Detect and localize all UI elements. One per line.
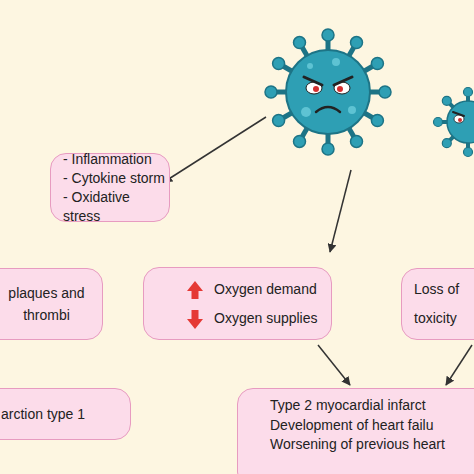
box-text: Oxygen demand — [214, 280, 327, 298]
virus-body — [286, 50, 370, 134]
virus-spot — [301, 107, 311, 117]
flow-arrow — [446, 345, 472, 385]
virus-knobs — [265, 29, 391, 155]
process-box: Loss of toxicity — [401, 268, 474, 340]
virus-knob — [273, 115, 285, 127]
virus-iris — [458, 118, 462, 122]
box-text: Worsening of previous heart — [270, 435, 474, 455]
box-text: Type 2 myocardial infarct — [270, 396, 474, 416]
virus-knob — [294, 37, 306, 49]
box-text: - Cytokine storm — [63, 169, 165, 188]
box-text: Development of heart failu — [270, 416, 474, 436]
box-text: arction type 1 — [1, 405, 126, 423]
decrease-arrow — [187, 310, 203, 329]
virus-knob — [351, 37, 363, 49]
virus-brow — [304, 77, 322, 85]
box-text: plaques and thrombi — [0, 282, 94, 326]
virus-brow — [334, 77, 352, 85]
virus-knob — [464, 148, 473, 157]
process-box: Type 2 myocardial infarctDevelopment of … — [237, 388, 474, 474]
box-text: - Inflammation — [63, 150, 165, 169]
virus-mouth — [316, 107, 340, 112]
virus-knob — [379, 86, 391, 98]
virus-spikes — [274, 38, 382, 146]
virus-spot — [307, 63, 313, 69]
virus-spot — [348, 106, 356, 114]
virus-knob — [273, 58, 285, 70]
virus-knob — [442, 96, 451, 105]
box-text: - Oxidative stress — [63, 188, 165, 226]
virus-knob — [371, 115, 383, 127]
box-text: Loss of toxicity — [414, 275, 474, 333]
virus-knob — [351, 135, 363, 147]
virus-knob — [371, 58, 383, 70]
process-box: plaques and thrombi — [0, 268, 103, 340]
process-box: Oxygen demandOxygen supplies — [143, 267, 332, 340]
increase-arrow — [187, 281, 203, 299]
virus-knob — [322, 29, 334, 41]
virus-knob — [464, 88, 473, 97]
virus-knob — [442, 139, 451, 148]
virus-arrow — [164, 117, 266, 182]
virus-spot — [332, 58, 340, 66]
virus-iris — [313, 86, 319, 92]
process-box: - Inflammation- Cytokine storm- Oxidativ… — [50, 153, 170, 222]
virus-body — [447, 101, 474, 143]
virus-arrow — [330, 170, 351, 252]
process-box: arction type 1 — [0, 388, 131, 440]
virus-knob — [294, 135, 306, 147]
connector-group — [318, 345, 472, 385]
virus-knob — [434, 118, 443, 127]
box-text: Oxygen supplies — [214, 309, 327, 327]
virus-iris — [337, 86, 343, 92]
virus-knob — [265, 86, 277, 98]
virus-knob — [322, 143, 334, 155]
virus-brow — [453, 112, 464, 116]
flow-arrow — [318, 345, 350, 385]
